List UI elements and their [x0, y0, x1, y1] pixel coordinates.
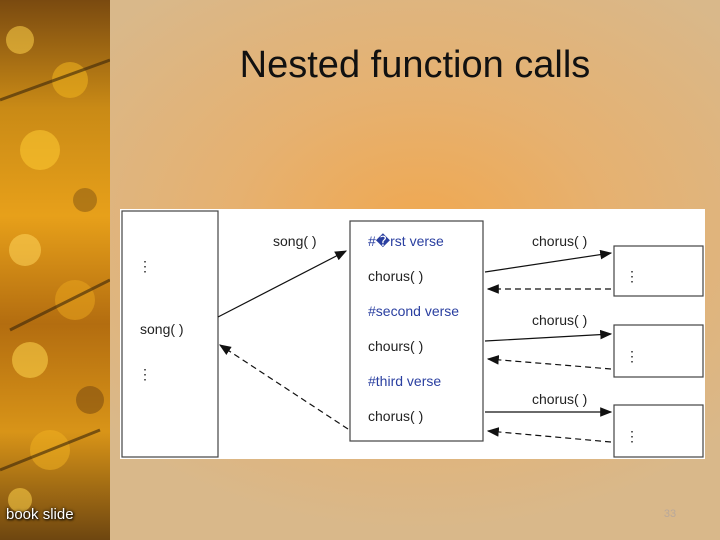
call-diagram: ⋮ ⋮ song( ) #�rst verse chorus( ) #secon…	[120, 209, 705, 459]
chorus-ellipsis-2: ⋮	[625, 348, 639, 364]
chorus-ellipsis-3: ⋮	[625, 428, 639, 444]
chorus-call-label-3: chorus( )	[532, 391, 587, 407]
leaves-texture	[0, 0, 110, 540]
song-line-6: chorus( )	[368, 408, 423, 424]
chorus-call-arrow-2	[485, 334, 611, 341]
chorus-return-arrow-3	[488, 431, 611, 442]
song-line-4: chours( )	[368, 338, 423, 354]
caller-song-call: song( )	[140, 321, 184, 337]
call-arrow	[218, 251, 346, 317]
chorus-call-label-2: chorus( )	[532, 312, 587, 328]
chorus-return-arrow-2	[488, 359, 611, 369]
chorus-call-arrow-1	[485, 253, 611, 272]
return-arrow	[220, 345, 348, 429]
slide-title: Nested function calls	[110, 44, 720, 87]
chorus-ellipsis-1: ⋮	[625, 268, 639, 284]
page-number: 33	[640, 508, 700, 520]
caller-ellipsis-top: ⋮	[138, 258, 152, 274]
song-line-2: chorus( )	[368, 268, 423, 284]
call-diagram-svg: ⋮ ⋮ song( ) #�rst verse chorus( ) #secon…	[120, 209, 705, 459]
song-call-label: song( )	[273, 233, 317, 249]
song-line-1: #�rst verse	[368, 233, 444, 249]
caller-ellipsis-bottom: ⋮	[138, 366, 152, 382]
song-line-3: #second verse	[368, 303, 459, 319]
footer-book-slide: book slide	[6, 506, 74, 523]
autumn-leaves-image	[0, 0, 110, 540]
song-line-5: #third verse	[368, 373, 441, 389]
chorus-call-label-1: chorus( )	[532, 233, 587, 249]
